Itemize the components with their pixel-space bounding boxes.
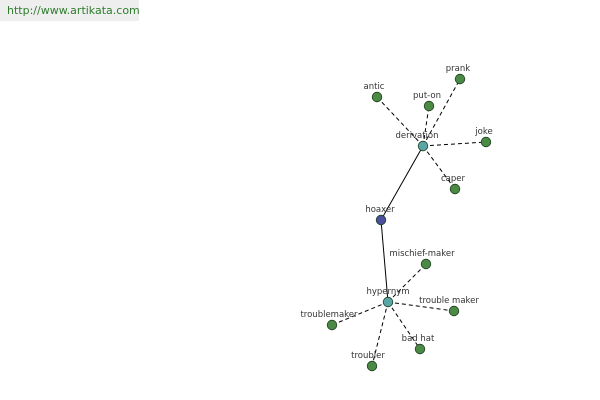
url-bar: http://www.artikata.com (0, 0, 140, 21)
edge-hoaxer-hypernym (380, 219, 389, 303)
edge-hypernym-bad-hat (387, 301, 421, 350)
label-derivation[interactable]: derivation (395, 131, 438, 141)
node-troubler[interactable] (366, 360, 378, 372)
graph-nodes (326, 73, 492, 372)
edge-hypernym-mischief-maker (387, 263, 427, 303)
edge-hoaxer-derivation (380, 145, 424, 221)
graph-labels: antic put-on prank joke caper mischief-maker t… (300, 64, 492, 361)
graph-edges (331, 78, 487, 367)
label-caper[interactable]: caper (441, 174, 466, 184)
label-mischief-maker[interactable]: mischief-maker (389, 249, 455, 259)
site-url-link[interactable]: http://www.artikata.com (7, 4, 140, 17)
node-joke[interactable] (480, 136, 492, 148)
node-derivation[interactable] (417, 140, 429, 152)
node-troublemaker[interactable] (326, 319, 338, 331)
label-trouble-maker[interactable]: trouble maker (419, 296, 479, 306)
label-troubler[interactable]: troubler (351, 351, 385, 361)
label-joke[interactable]: joke (474, 127, 492, 137)
node-prank[interactable] (454, 73, 466, 85)
label-hypernym[interactable]: hypernym (366, 287, 409, 297)
node-trouble-maker[interactable] (448, 305, 460, 317)
node-antic[interactable] (371, 91, 383, 103)
label-troublemaker[interactable]: troublemaker (300, 310, 358, 320)
edge-derivation-joke (422, 141, 487, 147)
label-bad-hat[interactable]: bad hat (402, 334, 435, 344)
node-hoaxer[interactable] (375, 214, 387, 226)
edge-derivation-antic (376, 96, 424, 147)
label-prank[interactable]: prank (446, 64, 470, 74)
edge-hypernym-troublemaker (331, 301, 389, 326)
edge-derivation-prank (422, 78, 461, 147)
node-caper[interactable] (449, 183, 461, 195)
node-put-on[interactable] (423, 100, 435, 112)
node-bad-hat[interactable] (414, 343, 426, 355)
label-antic[interactable]: antic (364, 82, 385, 92)
node-mischief-maker[interactable] (420, 258, 432, 270)
label-put-on[interactable]: put-on (413, 91, 441, 101)
node-hypernym[interactable] (382, 296, 394, 308)
edge-derivation-caper (422, 145, 456, 190)
label-hoaxer[interactable]: hoaxer (365, 205, 395, 215)
edge-hypernym-troubler (371, 301, 389, 367)
